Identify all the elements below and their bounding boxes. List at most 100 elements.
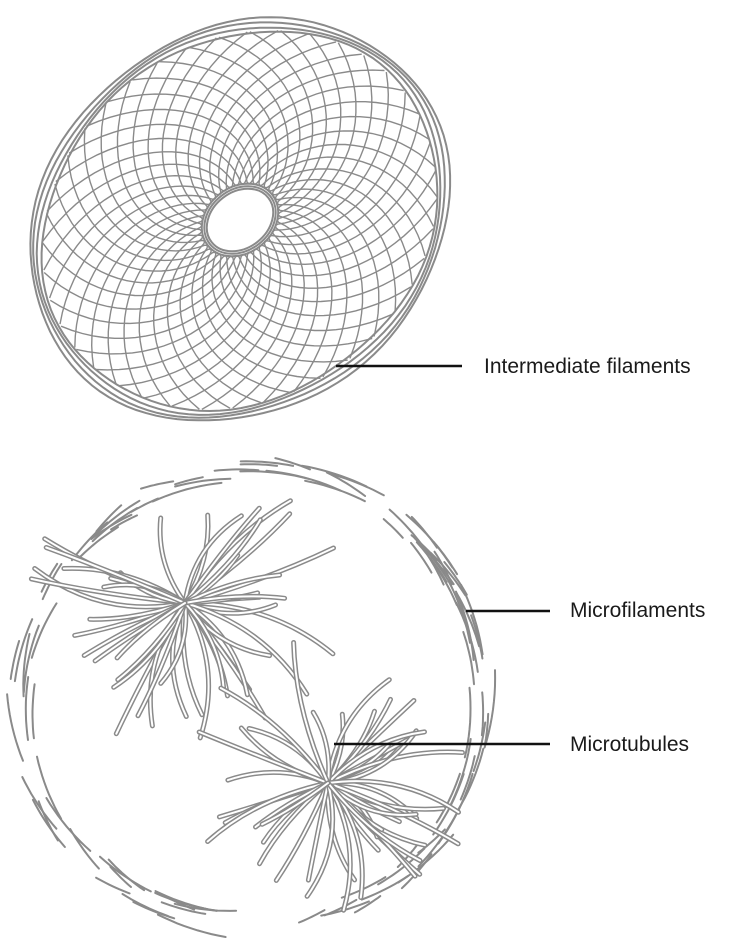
- intermediate-filament: [123, 219, 204, 398]
- microfilament: [174, 477, 232, 488]
- microfilament: [109, 865, 132, 888]
- microfilament: [484, 712, 490, 746]
- microfilament: [377, 847, 426, 886]
- microfilament: [459, 755, 476, 801]
- intermediate-filament: [248, 198, 438, 277]
- microfilament: [132, 901, 176, 920]
- intermediate-filament: [55, 137, 244, 186]
- microtubule-core: [137, 602, 186, 717]
- microfilament: [239, 470, 310, 480]
- microtubule-core: [327, 782, 352, 912]
- microfilament: [6, 693, 24, 762]
- microtubule-core: [116, 602, 186, 659]
- microfilament: [410, 534, 438, 561]
- microtubule-core: [184, 602, 210, 739]
- microfilament: [91, 507, 139, 543]
- microfilament: [455, 591, 481, 648]
- microtubule-core: [184, 514, 243, 604]
- label-microfilaments: Microfilaments: [570, 599, 706, 622]
- microfilament: [69, 828, 100, 870]
- intermediate-filament: [159, 61, 279, 191]
- intermediate-filament: [191, 245, 292, 394]
- microfilament: [121, 893, 169, 917]
- intermediate-filament: [249, 31, 314, 204]
- microfilament: [463, 686, 472, 759]
- microfilament: [239, 463, 279, 467]
- microtubule-core: [184, 602, 225, 690]
- membrane-ring: [29, 16, 452, 422]
- microfilament: [328, 472, 385, 497]
- microtubule-core: [33, 567, 186, 608]
- microfilament: [415, 541, 458, 606]
- microtubule-core: [159, 602, 187, 685]
- microfilament: [429, 554, 455, 586]
- intermediate-filament: [59, 194, 216, 325]
- microfilament: [22, 624, 40, 694]
- microfilament: [360, 875, 409, 901]
- membrane-ring: [35, 26, 442, 416]
- intermediate-filament: [166, 236, 231, 409]
- microtubule-core: [219, 687, 329, 784]
- microtubule-core: [45, 546, 186, 604]
- label-intermediate-filaments: Intermediate filaments: [484, 355, 691, 378]
- intermediate-filament: [230, 255, 412, 317]
- microfilament: [21, 776, 58, 830]
- microfilament: [462, 631, 475, 686]
- microtubule-core: [184, 574, 281, 604]
- intermediate-filament: [236, 254, 425, 303]
- intermediate-filament: [272, 72, 390, 232]
- microtubule-core: [307, 782, 329, 882]
- microfilament: [45, 797, 92, 852]
- intermediate-filament: [188, 46, 289, 195]
- microfilament: [75, 526, 119, 562]
- microfilament: [460, 583, 484, 656]
- microfilament: [483, 669, 497, 749]
- microfilament: [472, 721, 487, 773]
- leader-lines: [334, 364, 550, 746]
- microfilament: [417, 811, 459, 868]
- microfilament: [156, 913, 227, 938]
- nucleus-ring: [205, 187, 275, 253]
- microfilament: [298, 909, 326, 924]
- microfilament: [110, 514, 138, 531]
- intermediate-filament: [219, 253, 373, 347]
- microfilament: [213, 468, 260, 472]
- microfilaments-microtubules-cell: [6, 457, 497, 938]
- microfilament: [154, 890, 218, 912]
- intermediate-filament: [274, 55, 373, 227]
- microtubule-core: [159, 517, 186, 604]
- microtubule-core: [184, 507, 261, 604]
- intermediate-filament: [152, 230, 203, 410]
- intermediate-filament: [224, 255, 394, 332]
- intermediate-filament: [46, 151, 238, 212]
- microfilament: [92, 499, 141, 538]
- microfilament: [95, 876, 131, 895]
- microfilament: [457, 747, 485, 810]
- microfilament: [31, 683, 36, 740]
- intermediate-filament: [43, 174, 226, 271]
- microfilament: [151, 481, 223, 503]
- intermediate-filament: [254, 169, 437, 266]
- intermediate-filament: [277, 34, 342, 215]
- intermediate-filament: [60, 253, 244, 339]
- microfilament: [90, 513, 133, 540]
- microtubule-core: [206, 782, 329, 843]
- microfilament: [274, 457, 311, 471]
- microfilament: [480, 691, 485, 737]
- intermediate-filament: [277, 30, 328, 210]
- microfilament: [304, 479, 366, 503]
- intermediate-filament: [147, 47, 203, 227]
- label-microtubules: Microtubules: [570, 733, 690, 756]
- intermediate-filament: [48, 185, 221, 299]
- intermediate-filament: [264, 115, 421, 246]
- microtubule-core: [327, 782, 421, 862]
- microfilament: [30, 602, 58, 659]
- intermediate-filament: [90, 208, 208, 368]
- microfilament: [239, 460, 295, 467]
- microfilament: [160, 901, 207, 915]
- microfilament: [382, 518, 404, 539]
- microfilament: [130, 497, 159, 513]
- nucleus-ring: [200, 182, 280, 258]
- microfilament: [140, 480, 175, 490]
